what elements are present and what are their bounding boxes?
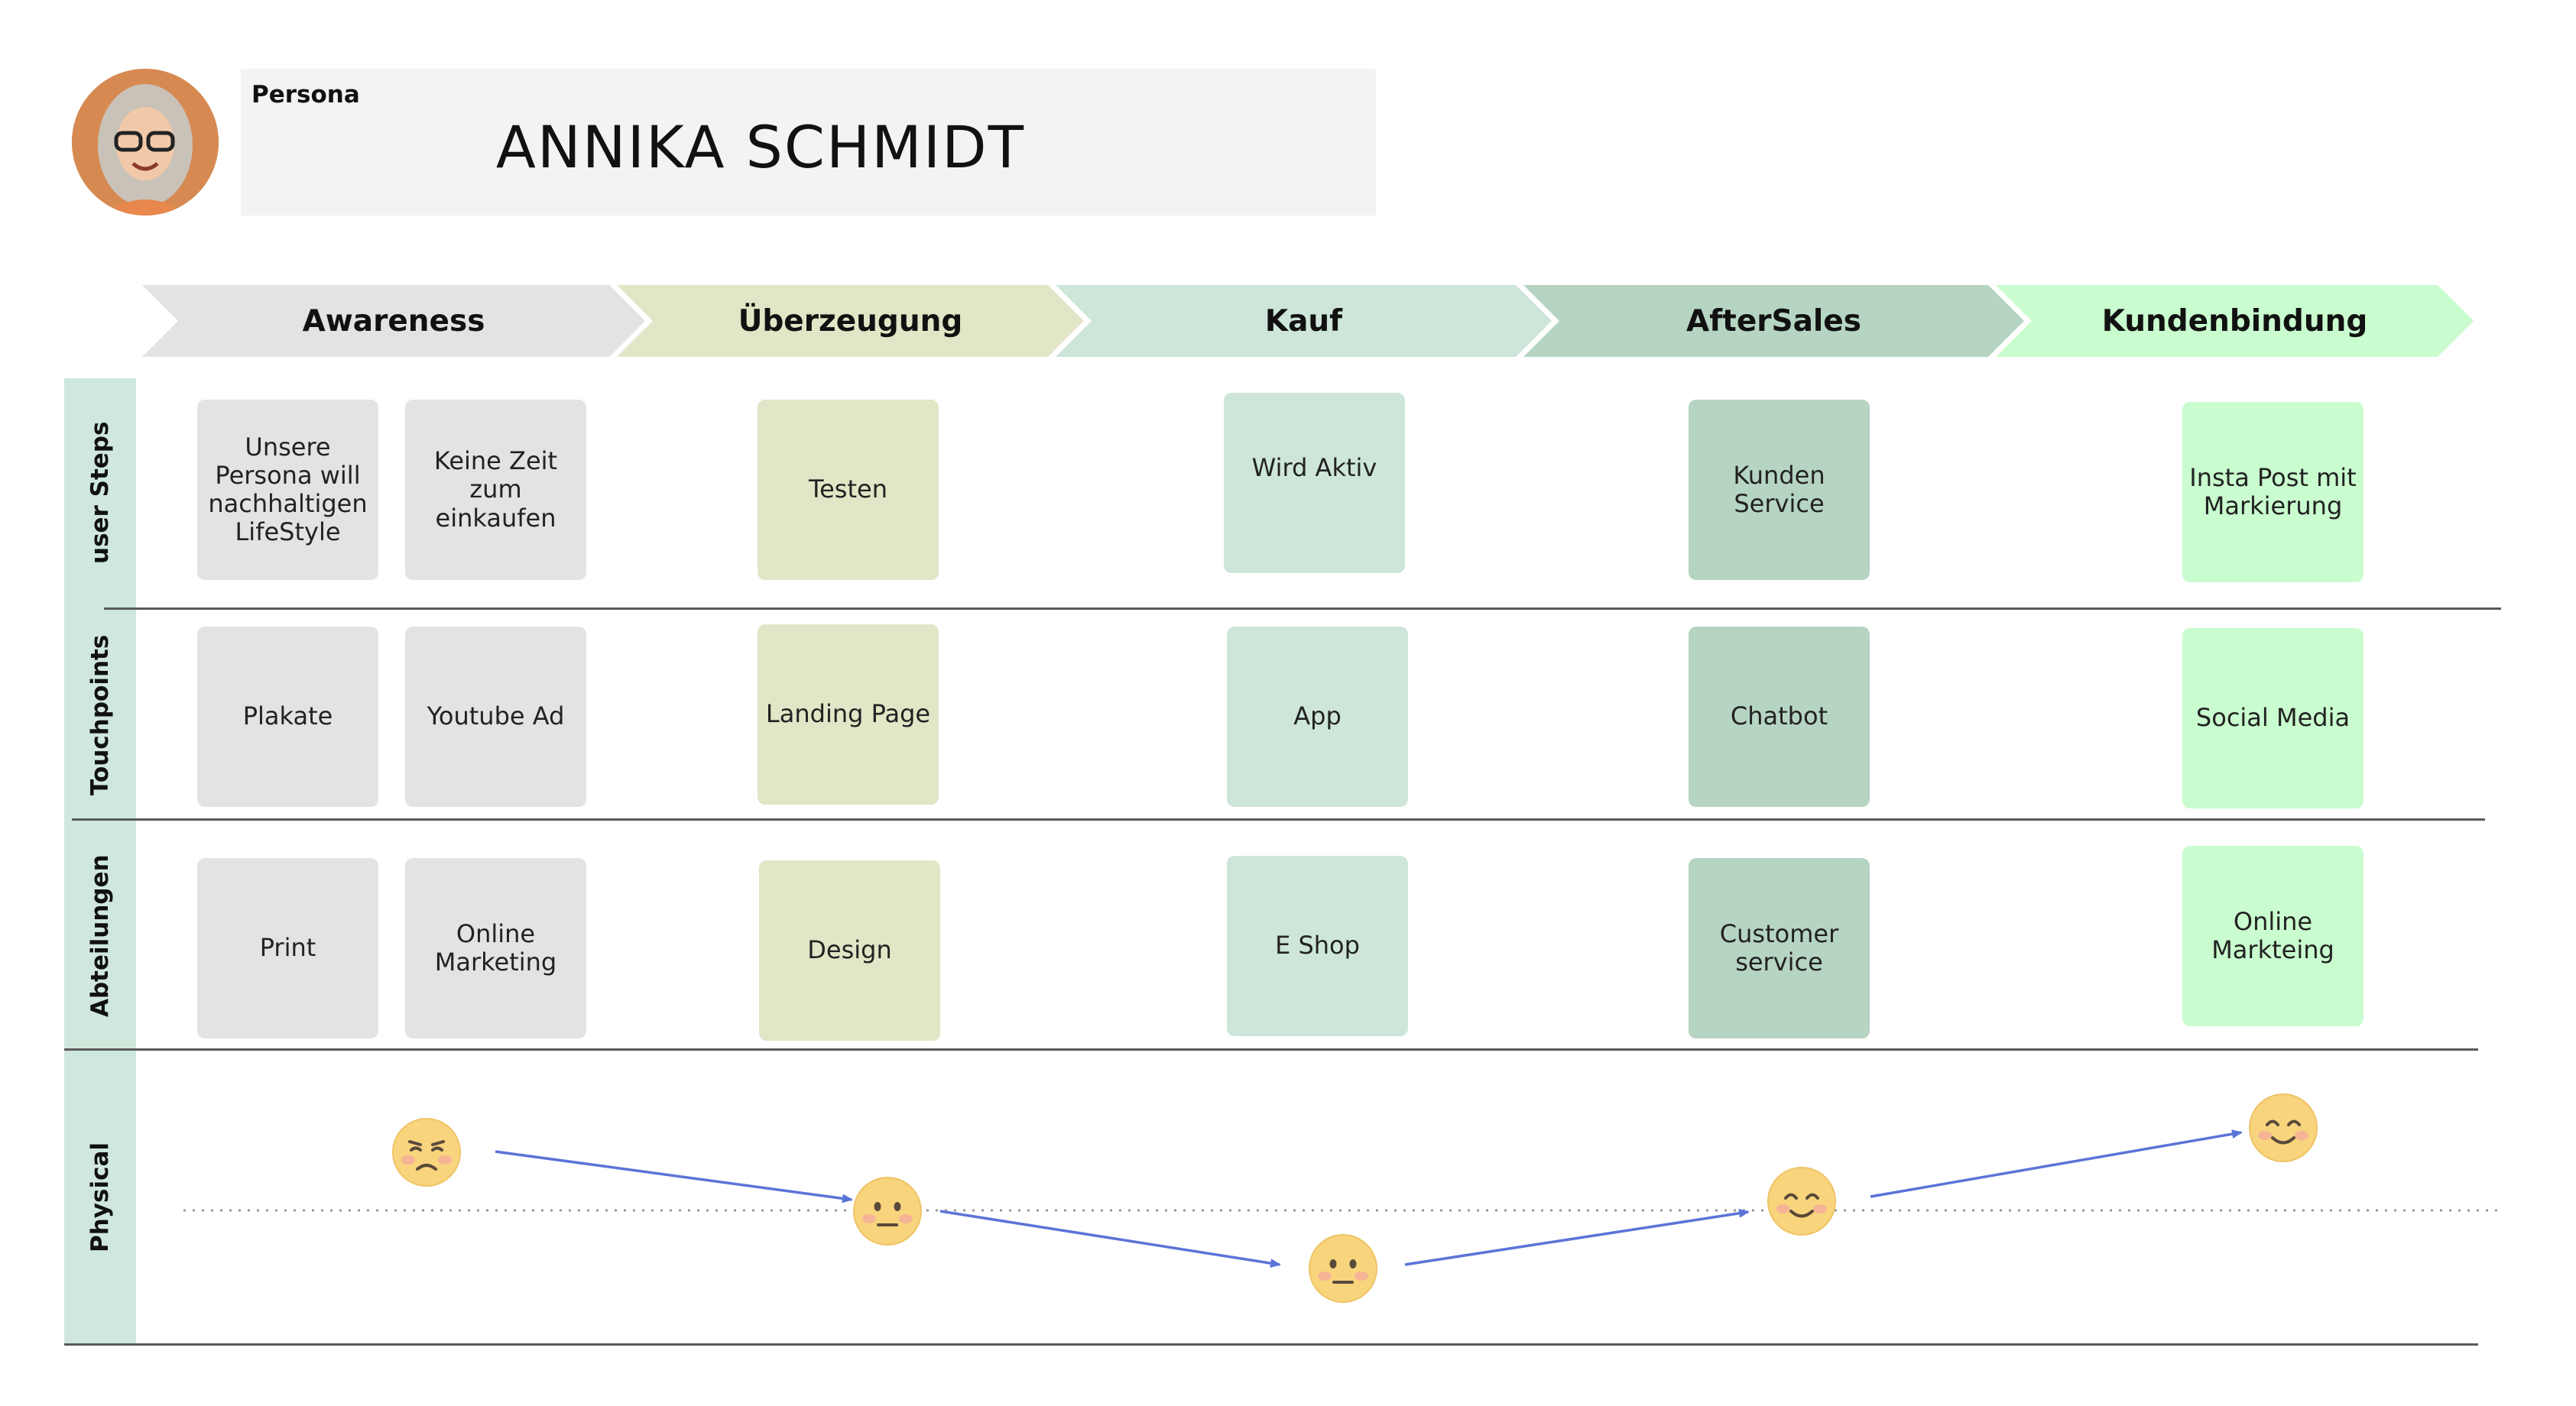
phase-chevron-kauf	[1056, 285, 1552, 357]
persona-avatar	[72, 69, 219, 215]
emotion-arrow	[1404, 1208, 1750, 1266]
card-abteilung-awareness-2: Online Marketing	[405, 858, 586, 1038]
phase-label-aftersales: AfterSales	[1686, 303, 1861, 339]
emotion-arrow	[1870, 1129, 2243, 1198]
worried-face-icon	[392, 1118, 461, 1187]
card-abteilung-aftersales: Customer service	[1689, 858, 1870, 1038]
card-user-step-kundenbindung: Insta Post mit Markierung	[2182, 402, 2363, 582]
persona-label: Persona	[251, 81, 360, 109]
phase-chevron-aftersales	[1523, 285, 2024, 357]
card-abteilung-kundenbindung: Online Markteing	[2182, 846, 2363, 1026]
lane-divider	[64, 1343, 2478, 1346]
card-user-step-aftersales: Kunden Service	[1689, 400, 1870, 580]
lane-divider	[72, 818, 2485, 821]
phase-chevron-kundenbindung	[1996, 285, 2474, 357]
phase-label-ueberzeugung: Überzeugung	[738, 303, 963, 339]
card-abteilung-ueberzeugung: Design	[759, 860, 940, 1041]
card-touchpoint-awareness-2: Youtube Ad	[405, 627, 586, 807]
lane-divider	[104, 607, 2501, 610]
emotion-arrow	[939, 1210, 1281, 1268]
smiling-face-icon	[1767, 1167, 1836, 1236]
neutral-face-icon	[1309, 1234, 1377, 1303]
phase-chevron-awareness	[142, 285, 645, 357]
card-touchpoint-awareness-1: Plakate	[197, 627, 378, 807]
card-user-step-kauf: Wird Aktiv	[1224, 393, 1405, 573]
phase-chevron-ueberzeugung	[617, 285, 1084, 357]
card-abteilung-awareness-1: Print	[197, 858, 378, 1038]
phase-label-kundenbindung: Kundenbindung	[2101, 303, 2368, 339]
card-touchpoint-ueberzeugung: Landing Page	[758, 624, 939, 805]
persona-header-box	[241, 69, 1376, 215]
persona-name: ANNIKA SCHMIDT	[495, 113, 1026, 181]
card-touchpoint-kundenbindung: Social Media	[2182, 628, 2363, 808]
card-user-step-awareness-1: Unsere Persona will nachhaltigen LifeSty…	[197, 400, 378, 580]
card-user-step-ueberzeugung: Testen	[758, 400, 939, 580]
lane-divider	[64, 1048, 2478, 1051]
smiling-face-icon	[2249, 1093, 2318, 1162]
phase-label-awareness: Awareness	[302, 303, 485, 339]
card-abteilung-kauf: E Shop	[1227, 856, 1408, 1036]
card-touchpoint-kauf: App	[1227, 627, 1408, 807]
phase-chevrons	[142, 285, 2474, 357]
card-user-step-awareness-2: Keine Zeit zum einkaufen	[405, 400, 586, 580]
emotion-arrow	[495, 1150, 853, 1204]
lane-sidebar	[64, 378, 136, 1345]
neutral-face-icon	[853, 1177, 922, 1246]
phase-label-kauf: Kauf	[1264, 303, 1343, 339]
card-touchpoint-aftersales: Chatbot	[1689, 627, 1870, 807]
